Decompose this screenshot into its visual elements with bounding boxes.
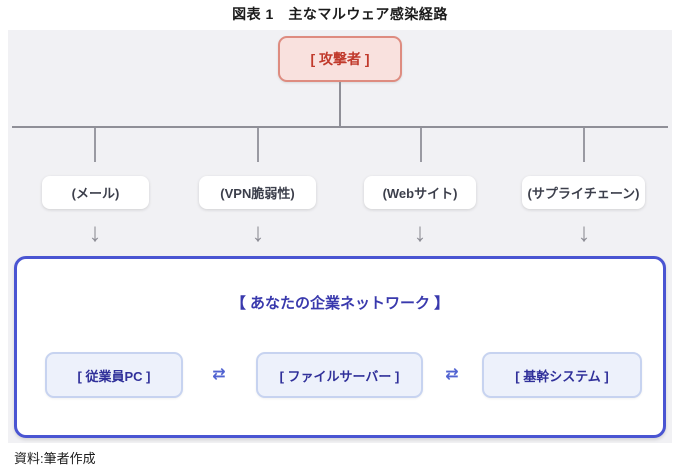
attacker-connector-line <box>339 82 341 126</box>
branch-horizontal-line <box>12 126 668 128</box>
exchange-arrow-icon: ⇄ <box>445 366 459 383</box>
down-arrow-icon: ↓ <box>577 217 591 247</box>
figure-title: 図表 1 主なマルウェア感染経路 <box>232 6 448 22</box>
network-heading: 【 あなたの企業ネットワーク 】 <box>230 295 450 312</box>
down-arrow-icon: ↓ <box>413 217 427 247</box>
node-core-system: [ 基幹システム ] <box>482 352 642 398</box>
network-boundary-box <box>14 256 666 438</box>
branch-drop-line-vpn <box>257 128 259 162</box>
branch-drop-line-supply-chain <box>583 128 585 162</box>
exchange-arrow-icon: ⇄ <box>212 366 226 383</box>
branch-drop-line-web <box>420 128 422 162</box>
source-note: 資料:筆者作成 <box>14 451 96 466</box>
route-box-mail: (メール) <box>42 176 149 209</box>
route-box-supply-chain: (サプライチェーン) <box>522 176 645 209</box>
branch-drop-line-mail <box>94 128 96 162</box>
route-box-web: (Webサイト) <box>364 176 476 209</box>
down-arrow-icon: ↓ <box>88 217 102 247</box>
attacker-node: [ 攻撃者 ] <box>278 36 402 82</box>
route-box-vpn: (VPN脆弱性) <box>199 176 316 209</box>
node-file-server: [ ファイルサーバー ] <box>256 352 423 398</box>
down-arrow-icon: ↓ <box>251 217 265 247</box>
node-employee-pc: [ 従業員PC ] <box>45 352 183 398</box>
